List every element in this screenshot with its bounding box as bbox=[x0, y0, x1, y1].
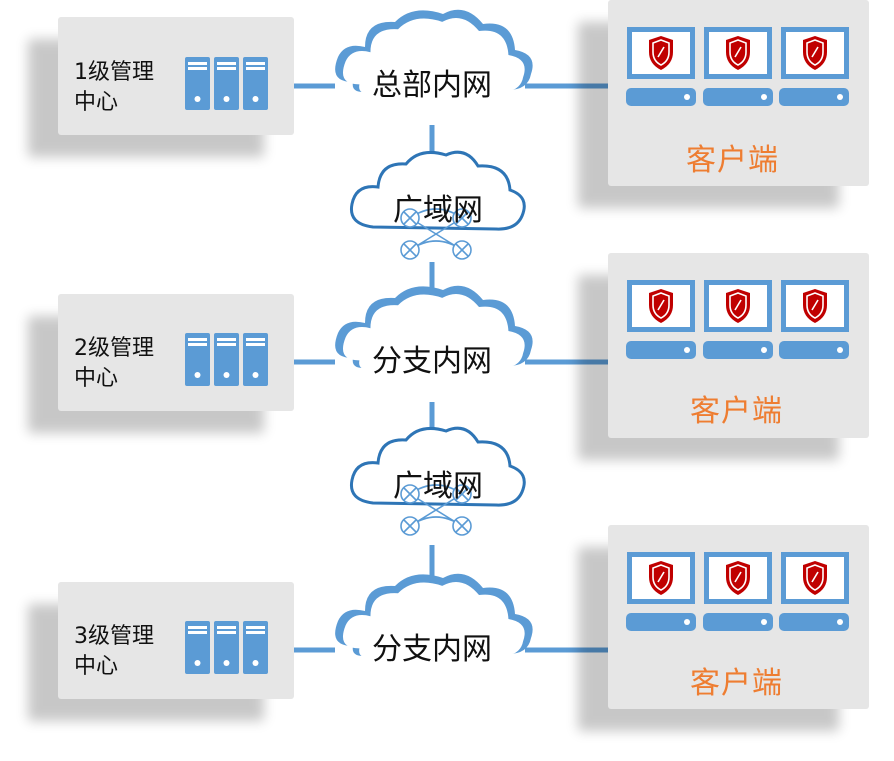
server-icon bbox=[185, 57, 268, 110]
management-center-label-3: 3级管理 中心 bbox=[74, 624, 154, 679]
shield-monitor-icon bbox=[626, 551, 696, 631]
lan-cloud-label-2: 分支内网 bbox=[372, 344, 492, 379]
shield-monitor-icon bbox=[779, 551, 850, 631]
client-label-3: 客户端 bbox=[690, 666, 783, 701]
client-terminals-2 bbox=[626, 279, 850, 359]
shield-monitor-icon bbox=[626, 279, 696, 359]
shield-monitor-icon bbox=[703, 279, 773, 359]
shield-monitor-icon bbox=[626, 26, 696, 106]
wan-cloud-2 bbox=[349, 426, 526, 536]
wan-cloud-1 bbox=[349, 150, 526, 260]
lan-cloud-label-3: 分支内网 bbox=[372, 632, 492, 667]
wan-cloud-label-1: 广域网 bbox=[393, 193, 483, 228]
management-center-label-1: 1级管理 中心 bbox=[74, 60, 154, 115]
shield-monitor-icon bbox=[779, 26, 850, 106]
shield-monitor-icon bbox=[703, 551, 773, 631]
shield-monitor-icon bbox=[779, 279, 850, 359]
client-terminals-1 bbox=[626, 26, 850, 106]
wan-cloud-label-2: 广域网 bbox=[393, 469, 483, 504]
lan-cloud-label-1: 总部内网 bbox=[372, 68, 492, 103]
server-icon bbox=[185, 333, 268, 386]
client-terminals-3 bbox=[626, 551, 850, 631]
connection-lines bbox=[293, 83, 608, 653]
shield-monitor-icon bbox=[703, 26, 773, 106]
management-center-label-2: 2级管理 中心 bbox=[74, 336, 154, 391]
client-label-1: 客户端 bbox=[686, 143, 779, 178]
server-icon bbox=[185, 621, 268, 674]
client-label-2: 客户端 bbox=[690, 394, 783, 429]
